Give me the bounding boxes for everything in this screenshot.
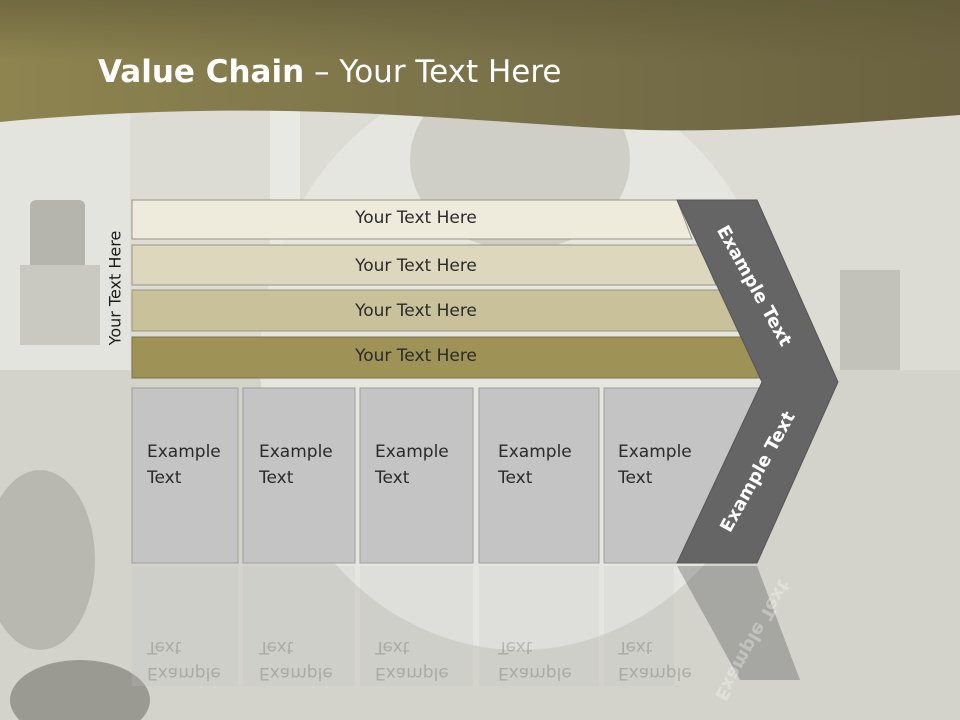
chevron-reflection bbox=[677, 566, 800, 680]
box-5-line1: Example bbox=[618, 442, 692, 462]
title-rest: – Your Text Here bbox=[304, 54, 562, 90]
box-4-reflection: Example Text bbox=[498, 634, 572, 686]
box-2-reflection-line2: Text bbox=[259, 637, 294, 657]
box-1-reflection-line2: Text bbox=[147, 637, 182, 657]
box-1 bbox=[131, 387, 239, 564]
box-1-reflection: Example Text bbox=[147, 634, 221, 686]
box-1-line1: Example bbox=[147, 442, 221, 462]
box-5-line2: Text bbox=[618, 468, 653, 488]
box-3 bbox=[359, 387, 474, 564]
box-3-reflection-line2: Text bbox=[375, 637, 410, 657]
bar-1 bbox=[131, 199, 693, 240]
box-4-line1: Example bbox=[498, 442, 572, 462]
box-4-reflection-line1: Example bbox=[498, 663, 572, 683]
box-2-line2: Text bbox=[259, 468, 294, 488]
box-4-reflection-line2: Text bbox=[498, 637, 533, 657]
box-5-reflection-line1: Example bbox=[618, 663, 692, 683]
box-2 bbox=[242, 387, 356, 564]
box-5-reflection-line2: Text bbox=[618, 637, 653, 657]
box-4-line2: Text bbox=[498, 468, 533, 488]
bar-2 bbox=[131, 244, 717, 286]
box-2-line1: Example bbox=[259, 442, 333, 462]
box-1-line2: Text bbox=[147, 468, 182, 488]
box-4 bbox=[478, 387, 600, 564]
box-5-reflection: Example Text bbox=[618, 634, 692, 686]
slide-title: Value Chain – Your Text Here bbox=[98, 54, 561, 90]
box-1-reflection-line1: Example bbox=[147, 663, 221, 683]
bar-4-label: Your Text Here bbox=[355, 346, 477, 366]
box-2-reflection-line1: Example bbox=[259, 663, 333, 683]
box-3-reflection-line1: Example bbox=[375, 663, 449, 683]
chevron-arrow bbox=[676, 199, 839, 564]
bar-2-label: Your Text Here bbox=[355, 256, 477, 276]
bar-3-label: Your Text Here bbox=[355, 301, 477, 321]
box-3-reflection: Example Text bbox=[375, 634, 449, 686]
box-3-line2: Text bbox=[375, 468, 410, 488]
bar-1-label: Your Text Here bbox=[355, 208, 477, 228]
reflection bbox=[132, 566, 674, 686]
box-3-line1: Example bbox=[375, 442, 449, 462]
title-bold: Value Chain bbox=[98, 54, 305, 90]
box-2-reflection: Example Text bbox=[259, 634, 333, 686]
